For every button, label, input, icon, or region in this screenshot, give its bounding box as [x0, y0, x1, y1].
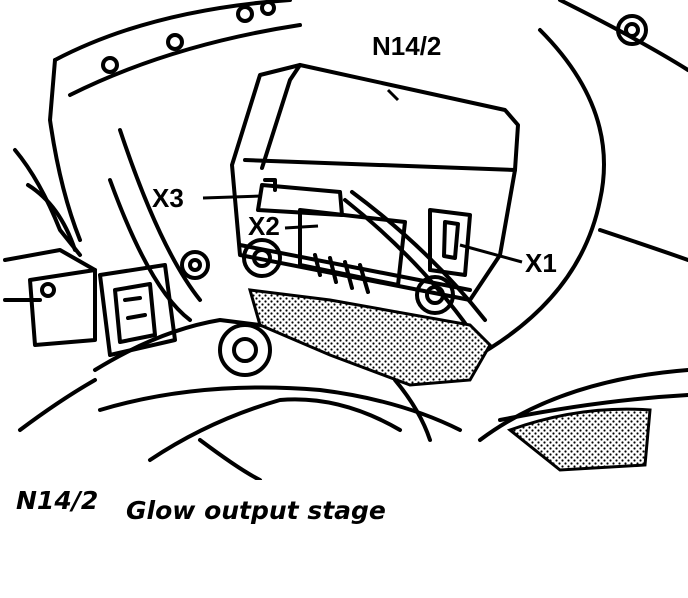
dotted-gasket-lower [506, 407, 652, 472]
bolt-lower [218, 323, 272, 377]
x2-connector [298, 208, 407, 287]
glow-output-stage-module [230, 63, 520, 302]
panel-hole [166, 33, 184, 51]
label-module: N14/2 [372, 31, 441, 61]
dotted-gasket [247, 288, 492, 387]
bolt-mid [180, 250, 210, 280]
engine-bay-diagram: N14/2 X3 X2 X1 [3, 0, 688, 480]
left-connector [98, 263, 177, 357]
caption-code: N14/2 [16, 486, 99, 515]
label-x1: X1 [525, 248, 557, 278]
figure-caption: N14/2 Glow output stage [14, 486, 674, 586]
label-x2: X2 [248, 211, 280, 241]
wire [343, 198, 482, 347]
bolt-left [242, 238, 282, 278]
cable-harness [118, 128, 202, 302]
label-x3: X3 [152, 183, 184, 213]
panel-hole [260, 0, 276, 16]
bolt-right [415, 275, 455, 315]
left-bracket [28, 268, 97, 347]
panel-hole [236, 5, 254, 23]
panel-hole [101, 56, 119, 74]
upper-panel [53, 0, 292, 62]
x1-connector [428, 208, 472, 277]
bolt-top-right [616, 14, 648, 46]
right-housing [558, 0, 688, 72]
caption-description: Glow output stage [126, 496, 386, 525]
